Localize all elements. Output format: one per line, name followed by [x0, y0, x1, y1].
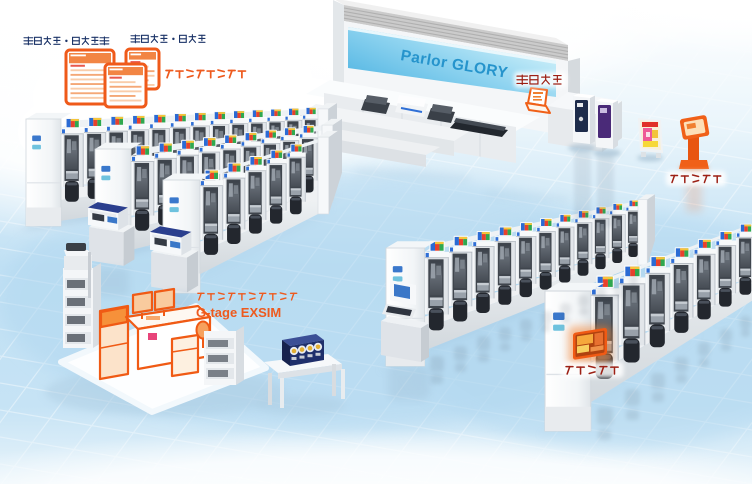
svg-text:G-tage EXSIM: G-tage EXSIM	[196, 305, 281, 320]
